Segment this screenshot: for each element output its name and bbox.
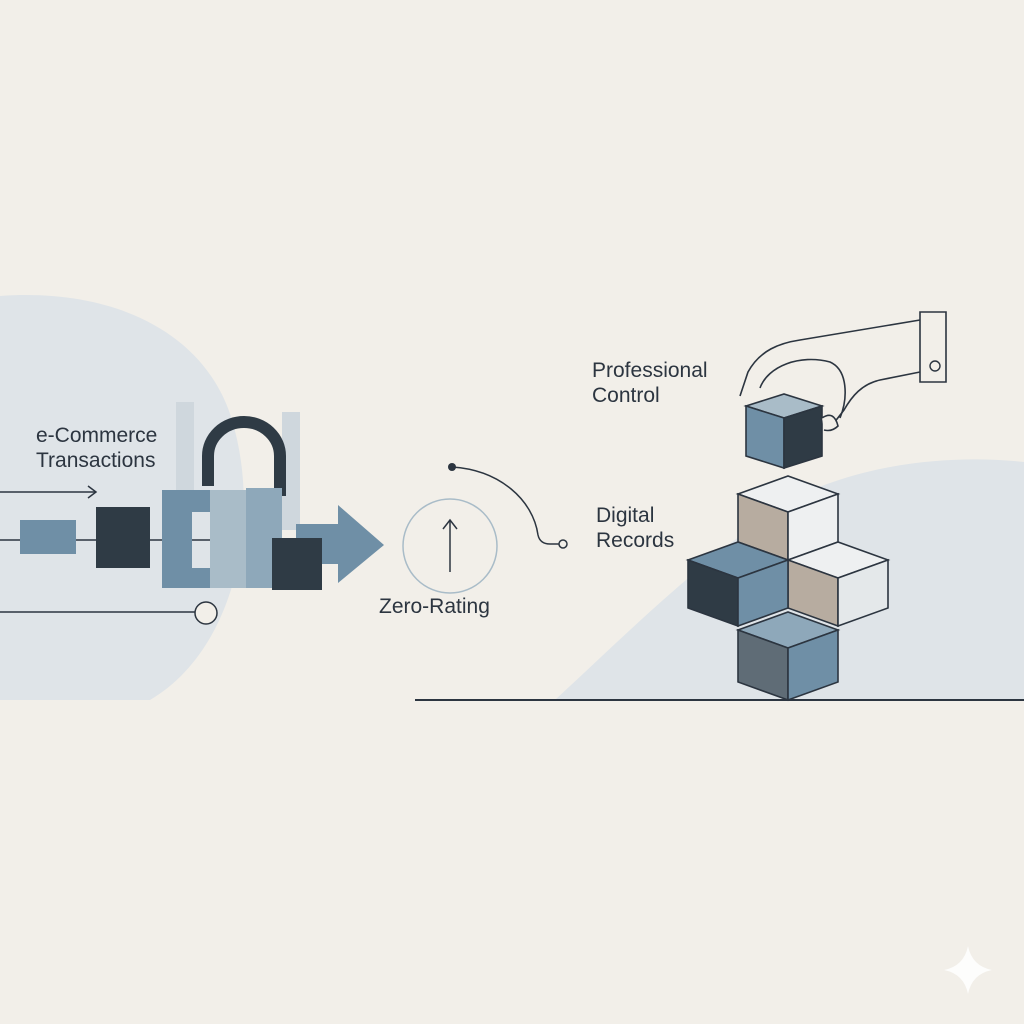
cube-icon bbox=[743, 393, 839, 470]
arrow-up-icon bbox=[442, 518, 458, 572]
digital-records-label: Digital Records bbox=[596, 504, 675, 552]
hand-icon bbox=[739, 311, 947, 429]
left-background-blob bbox=[0, 295, 244, 700]
padlock-icon bbox=[202, 416, 286, 496]
cube-cluster bbox=[685, 475, 891, 702]
sparkle-icon bbox=[944, 946, 992, 994]
flow-end-node bbox=[194, 601, 218, 625]
ecommerce-transactions-label: e-Commerce Transactions bbox=[36, 424, 158, 472]
connector-arc bbox=[448, 463, 568, 549]
zero-rating-badge bbox=[402, 498, 498, 594]
professional-control-label: Professional Control bbox=[592, 359, 708, 407]
transaction-flow bbox=[0, 402, 384, 625]
zero-rating-label: Zero-Rating bbox=[379, 595, 490, 618]
